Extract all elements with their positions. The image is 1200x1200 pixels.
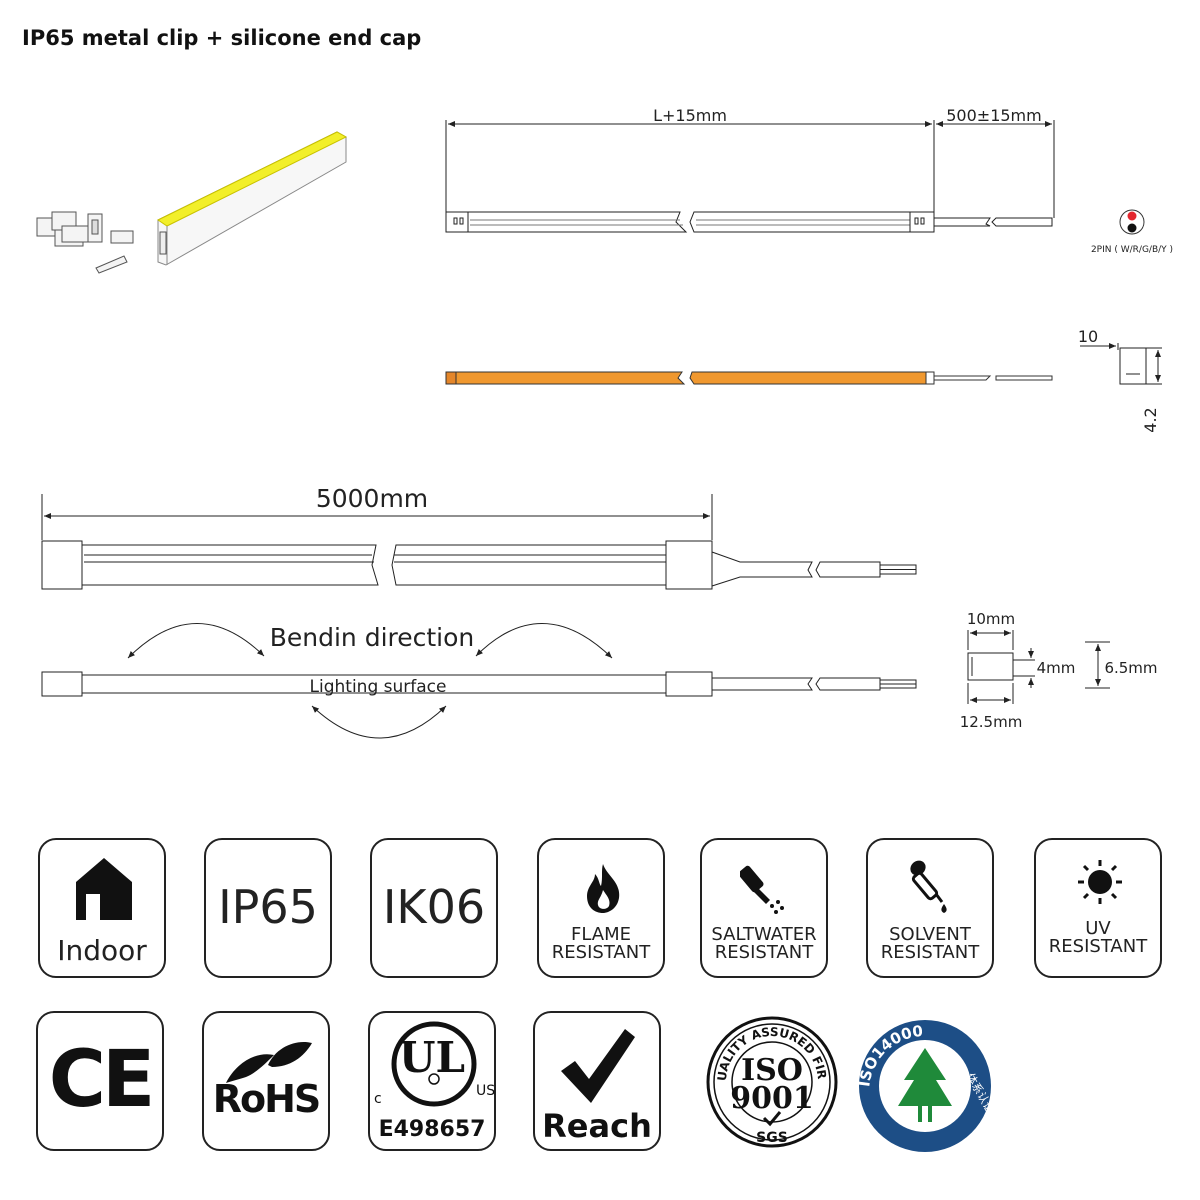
flame-badge: FLAME RESISTANT bbox=[537, 838, 665, 978]
page-title: IP65 metal clip + silicone end cap bbox=[22, 26, 422, 50]
iso9001-number: 9001 bbox=[730, 1081, 814, 1116]
ip65-badge: IP65 bbox=[204, 838, 332, 978]
ul-badge: UL c US E498657 bbox=[368, 1011, 496, 1151]
ul-number: E498657 bbox=[378, 1117, 486, 1142]
sun-icon bbox=[1078, 860, 1122, 904]
rohs-leaf-icon bbox=[226, 1041, 312, 1083]
lighting-surface-label: Lighting surface bbox=[310, 677, 447, 697]
full-length-drawing bbox=[41, 494, 917, 590]
iso9001-sgs: SGS bbox=[756, 1130, 788, 1146]
indoor-badge: Indoor bbox=[38, 838, 166, 978]
bending-direction-label: Bendin direction bbox=[270, 623, 475, 652]
saltwater-line1: SALTWATER bbox=[711, 924, 817, 945]
ik06-badge: IK06 bbox=[370, 838, 498, 978]
reach-label: Reach bbox=[542, 1107, 652, 1145]
house-icon bbox=[76, 858, 132, 920]
cs-width-bottom-label: 12.5mm bbox=[960, 713, 1023, 731]
tree-icon bbox=[898, 1048, 952, 1122]
pin-connector-icon bbox=[1119, 209, 1145, 235]
iso9001-iso: ISO bbox=[741, 1053, 803, 1088]
bending-drawing bbox=[41, 623, 917, 739]
profile-height-label: 4.2 bbox=[1141, 407, 1160, 432]
ce-badge: CE bbox=[36, 1011, 164, 1151]
side-view-drawing bbox=[445, 371, 1053, 385]
ik06-label: IK06 bbox=[382, 880, 486, 934]
total-length-label: 5000mm bbox=[316, 484, 428, 513]
saltwater-badge: SALTWATER RESISTANT bbox=[700, 838, 828, 978]
uv-badge: UV RESISTANT bbox=[1034, 838, 1162, 978]
ip65-label: IP65 bbox=[218, 880, 318, 934]
ul-mark: UL bbox=[398, 1033, 466, 1082]
checkmark-icon bbox=[561, 1029, 635, 1103]
salt-shaker-icon bbox=[740, 865, 784, 914]
cs-inner-height-label: 4mm bbox=[1037, 659, 1076, 677]
indoor-label: Indoor bbox=[57, 934, 147, 967]
iso9001-seal: QUALITY ASSURED FIRM ISO 9001 SGS bbox=[704, 1010, 840, 1160]
dropper-icon bbox=[910, 860, 947, 913]
iso14000-seal: ISO14000 体系认证 bbox=[856, 1010, 994, 1160]
flame-icon bbox=[587, 864, 620, 913]
product-illustration bbox=[36, 131, 348, 274]
uv-line2: RESISTANT bbox=[1048, 936, 1148, 957]
solvent-line2: RESISTANT bbox=[880, 942, 980, 963]
profile-end-view bbox=[1080, 343, 1162, 385]
profile-width-label: 10 bbox=[1078, 327, 1098, 346]
saltwater-line2: RESISTANT bbox=[714, 942, 814, 963]
flame-line1: FLAME bbox=[570, 924, 631, 945]
length-top-label: L+15mm bbox=[653, 106, 727, 125]
pin-label: 2PIN ( W/R/G/B/Y ) bbox=[1091, 245, 1173, 255]
ul-us-label: US bbox=[476, 1083, 496, 1099]
solvent-badge: SOLVENT RESISTANT bbox=[866, 838, 994, 978]
flame-line2: RESISTANT bbox=[551, 942, 651, 963]
top-view-drawing bbox=[445, 120, 1055, 233]
cs-width-top-label: 10mm bbox=[967, 610, 1015, 628]
uv-line1: UV bbox=[1085, 918, 1111, 939]
cs-outer-height-label: 6.5mm bbox=[1104, 659, 1157, 677]
technical-drawing: L+15mm 500±15mm 2PIN ( W/R/G/B/Y ) 10 4.… bbox=[36, 106, 1173, 739]
ul-logo-icon bbox=[391, 1021, 477, 1107]
solvent-line1: SOLVENT bbox=[889, 924, 971, 945]
lead-length-label: 500±15mm bbox=[946, 106, 1041, 125]
cross-section-drawing bbox=[967, 630, 1110, 704]
rohs-badge: RoHS bbox=[202, 1011, 330, 1151]
reach-badge: Reach bbox=[533, 1011, 661, 1151]
ul-c-label: c bbox=[374, 1091, 382, 1107]
rohs-label: RoHS bbox=[212, 1077, 322, 1121]
ce-mark: CE bbox=[48, 1035, 156, 1125]
